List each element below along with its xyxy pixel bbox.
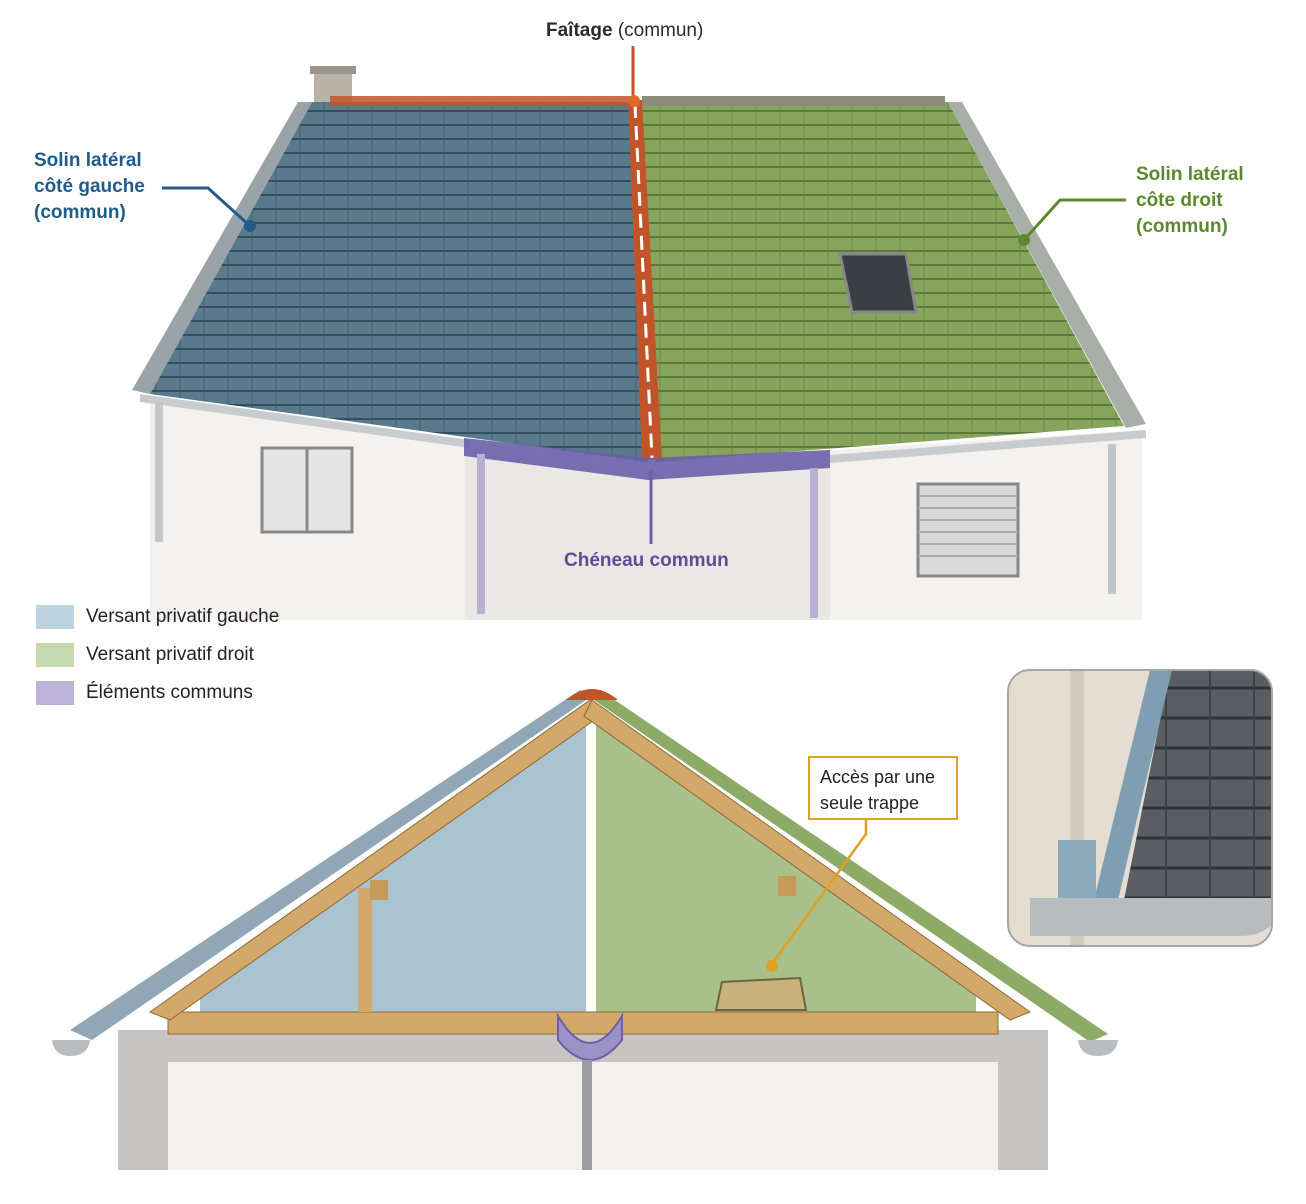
legend-label: Versant privatif gauche [86,606,280,627]
left-flashing [132,102,312,394]
floor-beam [167,1011,999,1035]
left-roof-slope [150,102,648,462]
inset-tiles [1120,670,1272,920]
left-flashing-label-line: (commun) [34,202,126,223]
right-flashing-label-line: (commun) [1136,216,1228,237]
legend-swatch-right [36,643,74,667]
right-flashing-label-line: Solin latéral [1136,164,1244,185]
callout-line: Accès par une [820,767,936,787]
hatch-callout: Accès par une seule trappe [808,756,958,820]
legend-label: Versant privatif droit [86,644,254,665]
skylight [838,252,918,314]
left-flashing-label: Solin latéral côté gauche (commun) [34,148,145,226]
ridge-label-paren: (commun) [617,20,704,41]
flashing-detail-inset [1007,669,1273,947]
legend-swatch-common [36,681,74,705]
leader-lines [162,46,1126,544]
inset-gutter [1030,898,1272,936]
roof-cover-right [594,690,1108,1042]
rafter-right [583,699,1032,1021]
attic-section [52,689,1118,1170]
right-flashing-label: Solin latéral côte droit (commun) [1136,162,1244,240]
ridge-label-bold: Faîtage [546,20,613,41]
access-hatch [714,976,808,1011]
ridge-label: Faîtage (commun) [546,18,703,44]
left-flashing-label-line: Solin latéral [34,150,142,171]
legend-swatch-left [36,605,74,629]
left-flashing-label-line: côté gauche [34,176,145,197]
legend-item: Versant privatif droit [36,636,279,674]
legend-item: Versant privatif gauche [36,598,279,636]
legend: Versant privatif gauche Versant privatif… [36,598,279,712]
callout-line: seule trappe [820,793,920,813]
roof-cover-left [70,690,592,1040]
section-gutter [557,1012,623,1061]
legend-label: Éléments communs [86,682,253,703]
right-flashing-label-line: côte droit [1136,190,1223,211]
common-ridge [628,100,662,460]
house-wall-recess [465,445,830,620]
right-flashing [948,102,1146,428]
ridge-cap [566,689,618,700]
legend-item: Éléments communs [36,674,279,712]
common-gutter [464,438,830,480]
window-right [916,482,1020,578]
gutter-label: Chéneau commun [564,550,729,571]
inset-flashing [1094,670,1172,900]
house-top [132,66,1146,620]
